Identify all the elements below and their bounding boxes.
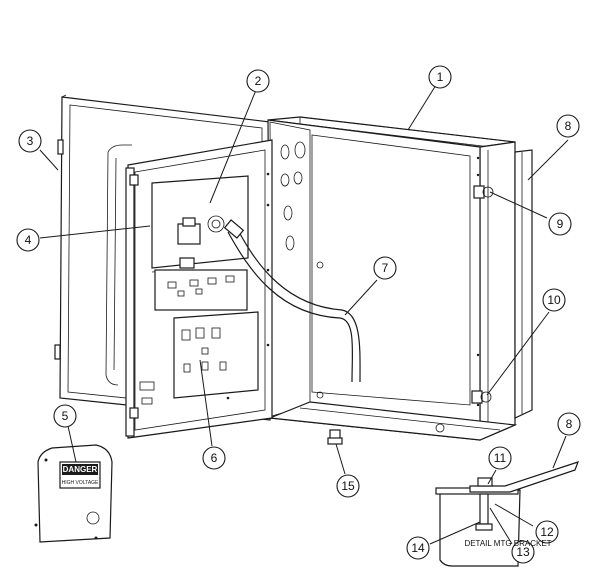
callout-6: 6 [202, 446, 226, 470]
callout-5-label: 5 [62, 409, 69, 423]
flexible-conduit [223, 219, 361, 383]
high-voltage-text: HIGH VOLTAGE [62, 480, 99, 486]
callout-11: 11 [488, 446, 512, 470]
detail-caption: DETAIL MTG BRACKET [464, 539, 551, 548]
callout-4-label: 4 [25, 233, 32, 247]
callout-3: 3 [18, 129, 42, 153]
callout-8-top: 8 [556, 114, 580, 138]
inner-swing-panel [125, 139, 273, 439]
callout-1: 1 [428, 65, 452, 89]
callout-7: 7 [373, 256, 397, 280]
callout-7-label: 7 [382, 261, 389, 275]
callout-2: 2 [246, 69, 270, 93]
leader-lines [39, 84, 569, 545]
callout-15: 15 [336, 474, 360, 498]
callout-14-label: 14 [411, 541, 425, 555]
callout-10-label: 10 [547, 293, 561, 307]
callout-9: 9 [548, 212, 572, 236]
callout-3-label: 3 [27, 134, 34, 148]
callout-12-label: 12 [540, 525, 554, 539]
callout-2-label: 2 [255, 74, 262, 88]
callout-8-top-label: 8 [565, 119, 572, 133]
mounting-bracket [514, 149, 533, 419]
callout-8-detail: 8 [557, 412, 581, 436]
callout-12: 12 [535, 520, 559, 544]
bottom-fitting [327, 429, 343, 445]
callout-14: 14 [406, 536, 430, 560]
enclosure-body [267, 116, 518, 441]
callout-13-label: 13 [516, 545, 530, 559]
callout-8-detail-label: 8 [566, 417, 573, 431]
callout-13: 13 [511, 540, 535, 564]
callout-5: 5 [53, 404, 77, 428]
callout-4: 4 [16, 228, 40, 252]
danger-label-panel: DANGER HIGH VOLTAGE [34, 444, 113, 543]
callout-10: 10 [542, 288, 566, 312]
callout-11-label: 11 [494, 451, 507, 465]
callout-15-label: 15 [341, 479, 355, 493]
danger-text: DANGER [63, 465, 98, 474]
callout-9-label: 9 [557, 217, 564, 231]
detail-mtg-bracket [435, 461, 580, 567]
callout-6-label: 6 [211, 451, 218, 465]
callout-1-label: 1 [437, 70, 444, 84]
